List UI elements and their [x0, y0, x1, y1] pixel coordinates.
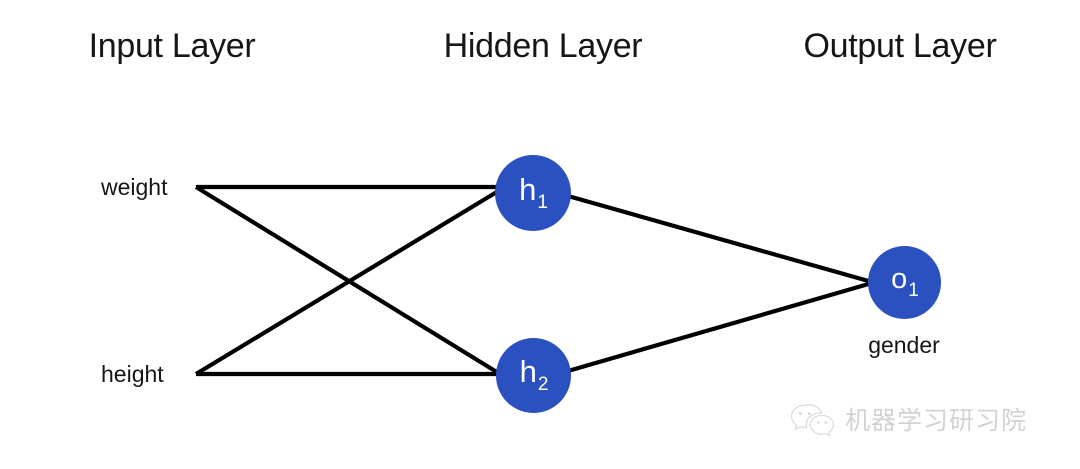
input-label-height: height: [101, 361, 164, 387]
watermark-text: 机器学习研习院: [845, 405, 1028, 435]
layer-title-output: Output Layer: [803, 27, 997, 65]
node-o1[interactable]: o1: [868, 246, 941, 319]
edge-h1-o1: [567, 193, 873, 285]
node-h2-subscript: 2: [537, 374, 549, 395]
node-h1-subscript: 1: [537, 191, 548, 213]
node-h1[interactable]: h1: [495, 155, 571, 231]
node-h1-label: h1: [519, 171, 548, 213]
wechat-logo-icon: [788, 402, 836, 438]
layer-title-hidden: Hidden Layer: [443, 27, 643, 65]
node-o1-label: o1: [891, 263, 919, 301]
edge-h2-o1: [567, 280, 873, 374]
watermark: 机器学习研习院: [788, 402, 1027, 438]
node-h2[interactable]: h2: [496, 338, 571, 413]
layer-title-input: Input Layer: [88, 27, 256, 65]
node-h2-label: h2: [519, 354, 549, 395]
node-o1-subscript: 1: [908, 280, 919, 301]
output-caption-gender: gender: [868, 332, 940, 358]
edge-height-h1: [194, 188, 502, 376]
input-label-weight: weight: [101, 174, 168, 200]
